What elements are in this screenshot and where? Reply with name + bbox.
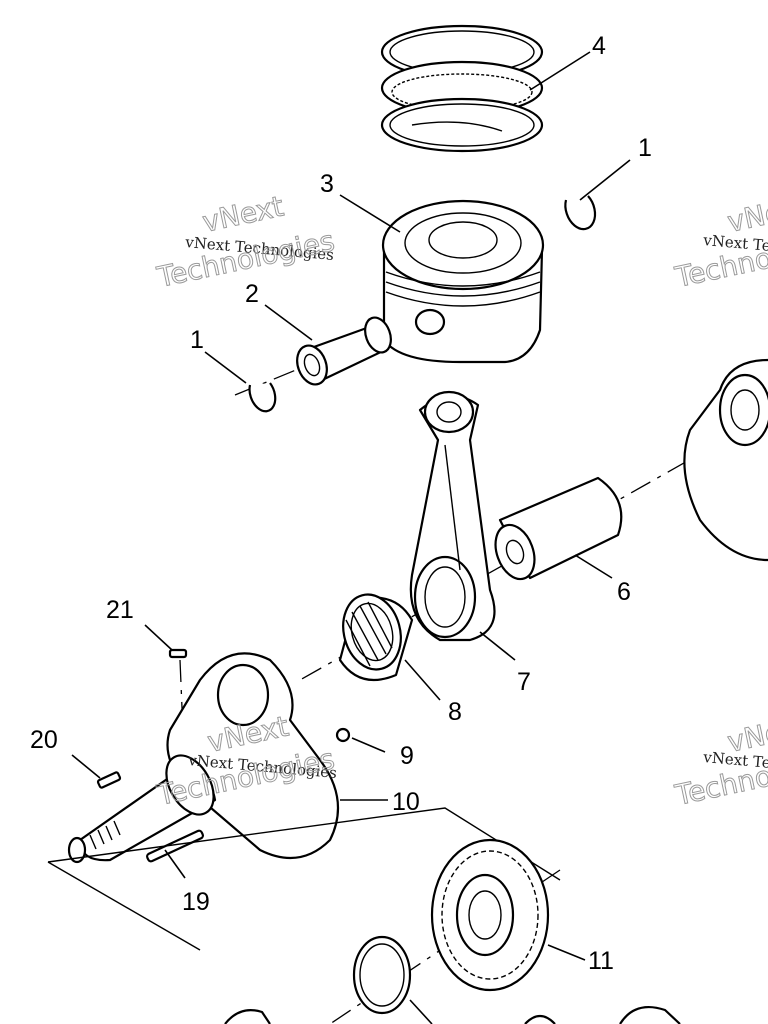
crankshaft-left-half	[67, 648, 351, 864]
piston	[381, 199, 545, 364]
callout-9: 9	[400, 742, 414, 770]
piston-rings	[380, 24, 544, 153]
callout-20: 20	[30, 726, 58, 754]
watermark-brand-right: vNext	[725, 190, 768, 239]
callout-labels: 4 1 3 2 1 6 7 8 21 9 10 20 19 11	[30, 32, 652, 975]
watermark-brand-upper: vNext	[200, 190, 287, 239]
callout-19: 19	[182, 888, 210, 916]
callout-2: 2	[245, 280, 259, 308]
crank-pin	[494, 476, 623, 581]
callout-7: 7	[517, 668, 531, 696]
callout-8: 8	[448, 698, 462, 726]
leader-lines	[71, 51, 631, 1024]
lower-partial-parts	[224, 1006, 681, 1024]
thrust-washer	[352, 935, 412, 1015]
callout-4: 4	[592, 32, 606, 60]
callout-10: 10	[392, 788, 420, 816]
crankshaft-right-half	[683, 358, 768, 562]
callout-3: 3	[320, 170, 334, 198]
callout-1-circlip-left: 1	[190, 326, 204, 354]
callout-11: 11	[588, 947, 614, 975]
callout-1-circlip-right: 1	[638, 134, 652, 162]
needle-bearing	[338, 593, 414, 682]
callout-6: 6	[617, 578, 631, 606]
circlips	[248, 195, 597, 413]
piston-pin	[296, 316, 392, 386]
connecting-rod	[409, 390, 496, 642]
callout-21: 21	[106, 596, 134, 624]
drive-gear	[430, 838, 550, 992]
